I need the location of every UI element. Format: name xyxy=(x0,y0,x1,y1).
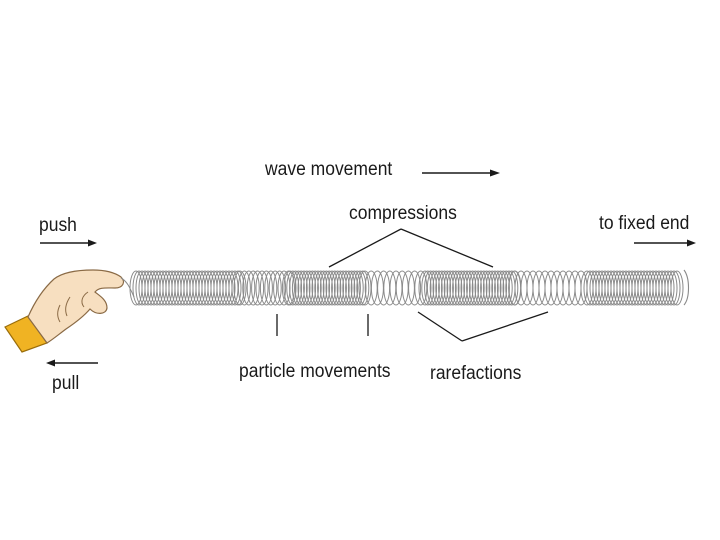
spring-coil xyxy=(471,270,485,306)
spring-end-wire xyxy=(683,269,690,306)
spring-coil xyxy=(356,270,370,306)
spring-coil xyxy=(438,270,452,306)
spring-coil xyxy=(305,270,319,306)
spring-coil xyxy=(328,270,342,306)
rarefactions-label: rarefactions xyxy=(430,363,522,384)
spring-coil xyxy=(297,270,311,306)
spring-coil xyxy=(440,270,454,306)
spring-coil xyxy=(452,270,466,306)
spring-coil xyxy=(336,270,350,306)
spring-coil xyxy=(251,270,265,306)
spring-coil xyxy=(268,270,282,306)
spring-coil xyxy=(418,270,432,306)
spring-coil xyxy=(286,270,300,306)
spring-coil xyxy=(488,270,502,306)
spring-coil xyxy=(477,270,491,306)
spring-coil xyxy=(485,270,499,306)
spring-coil xyxy=(468,270,482,306)
spring-coil xyxy=(474,270,488,306)
spring-coil xyxy=(331,270,345,306)
spring-coil xyxy=(246,270,260,306)
compressions-pointers xyxy=(328,228,494,268)
spring-coil xyxy=(664,270,678,306)
spring-coil xyxy=(333,270,347,306)
spring-coil xyxy=(347,270,361,306)
spring-coil xyxy=(273,270,287,306)
to-fixed-end-label: to fixed end xyxy=(599,213,690,234)
spring-coil xyxy=(228,270,242,306)
wave-movement-arrow xyxy=(422,169,500,177)
push-arrow xyxy=(40,239,97,247)
pull-arrow xyxy=(46,359,98,367)
spring-coil xyxy=(222,270,236,306)
spring-coil xyxy=(259,270,273,306)
spring-coil xyxy=(289,270,303,306)
hand-pushing-icon xyxy=(4,269,135,353)
spring-coil xyxy=(345,270,359,306)
spring-coil xyxy=(255,270,269,306)
spring-coil xyxy=(480,270,494,306)
spring-coil xyxy=(432,270,446,306)
particle-movements-label: particle movements xyxy=(239,361,391,382)
spring-coil xyxy=(300,270,314,306)
spring-coil xyxy=(233,270,247,306)
spring-coil xyxy=(322,270,336,306)
spring-coil xyxy=(317,270,331,306)
spring-coil xyxy=(499,270,513,306)
rarefactions-pointers xyxy=(417,311,549,342)
spring-coil xyxy=(353,270,367,306)
spring-coil xyxy=(319,270,333,306)
spring-coil xyxy=(311,270,325,306)
push-label: push xyxy=(39,215,77,236)
compressions-label: compressions xyxy=(349,203,457,224)
to-fixed-end-arrow xyxy=(634,239,696,247)
spring-coil xyxy=(424,270,438,306)
wave-movement-label: wave movement xyxy=(265,159,393,180)
spring-coil xyxy=(446,270,460,306)
spring-coil xyxy=(242,270,256,306)
spring-coil xyxy=(449,270,463,306)
spring-coil xyxy=(421,270,435,306)
spring-coil xyxy=(661,270,675,306)
pull-label: pull xyxy=(52,373,80,394)
spring-coil xyxy=(463,270,477,306)
slinky-spring xyxy=(129,270,684,306)
spring-coil xyxy=(314,270,328,306)
spring-coil xyxy=(237,270,251,306)
spring-coil xyxy=(482,270,496,306)
spring-coil xyxy=(308,270,322,306)
spring-coil xyxy=(435,270,449,306)
spring-coil xyxy=(466,270,480,306)
spring-coil xyxy=(339,270,353,306)
spring-coil xyxy=(408,270,422,306)
spring-coil xyxy=(454,270,468,306)
spring-coil xyxy=(460,270,474,306)
spring-coil xyxy=(457,270,471,306)
spring-coil xyxy=(491,270,505,306)
spring-coil xyxy=(414,270,428,306)
spring-coil xyxy=(670,270,684,306)
spring-coil xyxy=(231,270,245,306)
spring-coil xyxy=(294,270,308,306)
spring-coil xyxy=(303,270,317,306)
spring-coil xyxy=(505,270,519,306)
spring-coil xyxy=(342,270,356,306)
spring-coil xyxy=(426,270,440,306)
spring-coil xyxy=(325,270,339,306)
spring-coil xyxy=(494,270,508,306)
spring-coil xyxy=(667,270,681,306)
spring-coil xyxy=(443,270,457,306)
particle-movement-ticks xyxy=(276,314,369,336)
spring-coil xyxy=(264,270,278,306)
spring-coil xyxy=(429,270,443,306)
spring-coil xyxy=(291,270,305,306)
spring-coil xyxy=(283,270,297,306)
spring-coil xyxy=(350,270,364,306)
